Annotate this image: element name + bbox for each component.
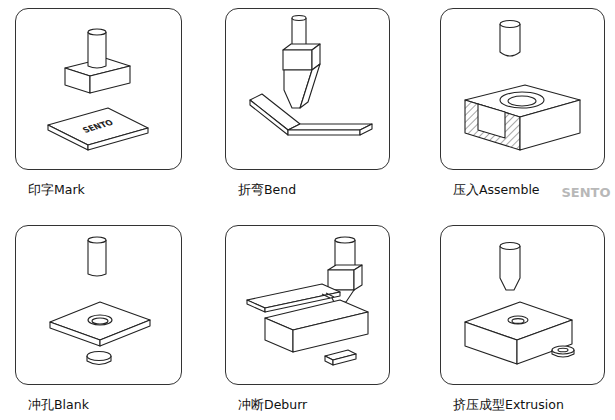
- assemble-figure: [465, 21, 580, 151]
- process-panel: 折弯Bend: [225, 8, 390, 170]
- process-caption: 冲孔Blank: [28, 397, 89, 414]
- process-panel: 压入Assemble: [440, 8, 605, 170]
- process-panel: 印字Mark: [15, 8, 182, 170]
- process-caption: 挤压成型Extrusion: [453, 397, 564, 414]
- bend-figure: [250, 16, 372, 136]
- mark-figure: [48, 29, 148, 150]
- process-caption: 冲断Deburr: [238, 397, 307, 414]
- extrusion-figure: [465, 243, 574, 365]
- watermark: SENTO: [561, 185, 610, 200]
- process-panel: 挤压成型Extrusion: [440, 225, 605, 385]
- process-panel: 冲断Deburr: [225, 225, 390, 385]
- deburr-figure: [247, 237, 368, 365]
- process-caption: 印字Mark: [28, 182, 85, 199]
- process-caption: 压入Assemble: [453, 182, 540, 199]
- process-caption: 折弯Bend: [238, 182, 296, 199]
- blank-figure: [50, 237, 150, 365]
- process-panel: 冲孔Blank: [15, 225, 182, 385]
